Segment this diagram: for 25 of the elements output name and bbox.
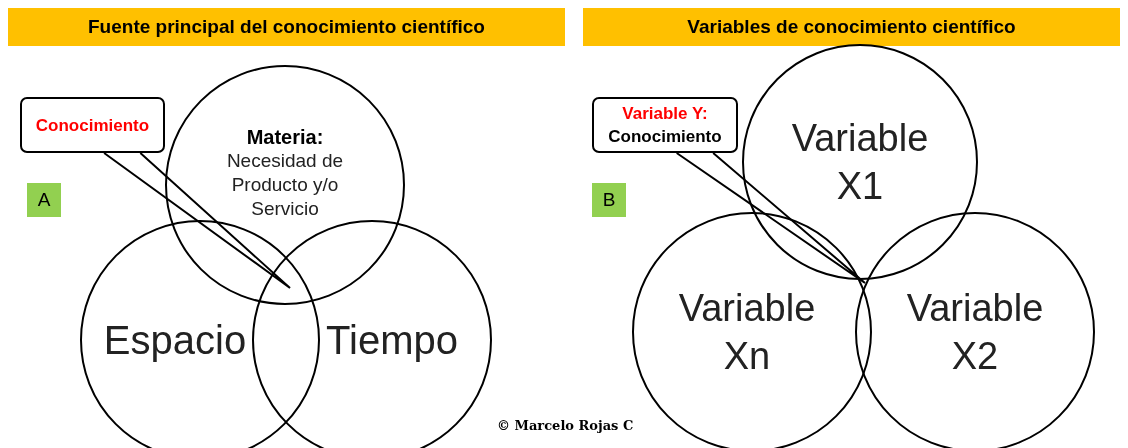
circle-heading: Materia: — [246, 125, 324, 149]
circle-label: Necesidad de Producto y/o Servicio — [225, 149, 345, 221]
callout-heading: Variable Y: — [622, 103, 708, 125]
venn-circle — [252, 220, 492, 448]
venn-circle — [80, 220, 320, 448]
venn-circle — [855, 212, 1095, 448]
circle-label: Variable X1 — [790, 116, 930, 209]
venn-circle — [165, 65, 405, 305]
header-band — [8, 8, 565, 46]
circle-label: Tiempo — [326, 317, 458, 363]
callout-box — [20, 97, 165, 153]
circle-label: Variable Xn — [677, 286, 817, 379]
circle-label: Espacio — [103, 317, 247, 363]
callout-text: Conocimiento — [608, 126, 722, 148]
section-title: Variables de conocimiento científico — [686, 16, 1017, 38]
copyright-note: © Marcelo Rojas C — [497, 418, 634, 433]
venn-circle — [632, 212, 872, 448]
letter-tag: B — [592, 183, 626, 217]
letter-tag: A — [27, 183, 61, 217]
header-band — [583, 8, 1120, 46]
callout-heading: Conocimiento — [35, 114, 150, 137]
callout-box — [592, 97, 738, 153]
venn-circle — [742, 44, 978, 280]
section-title: Fuente principal del conocimiento científico — [87, 16, 486, 38]
circle-label: Variable X2 — [905, 286, 1045, 379]
